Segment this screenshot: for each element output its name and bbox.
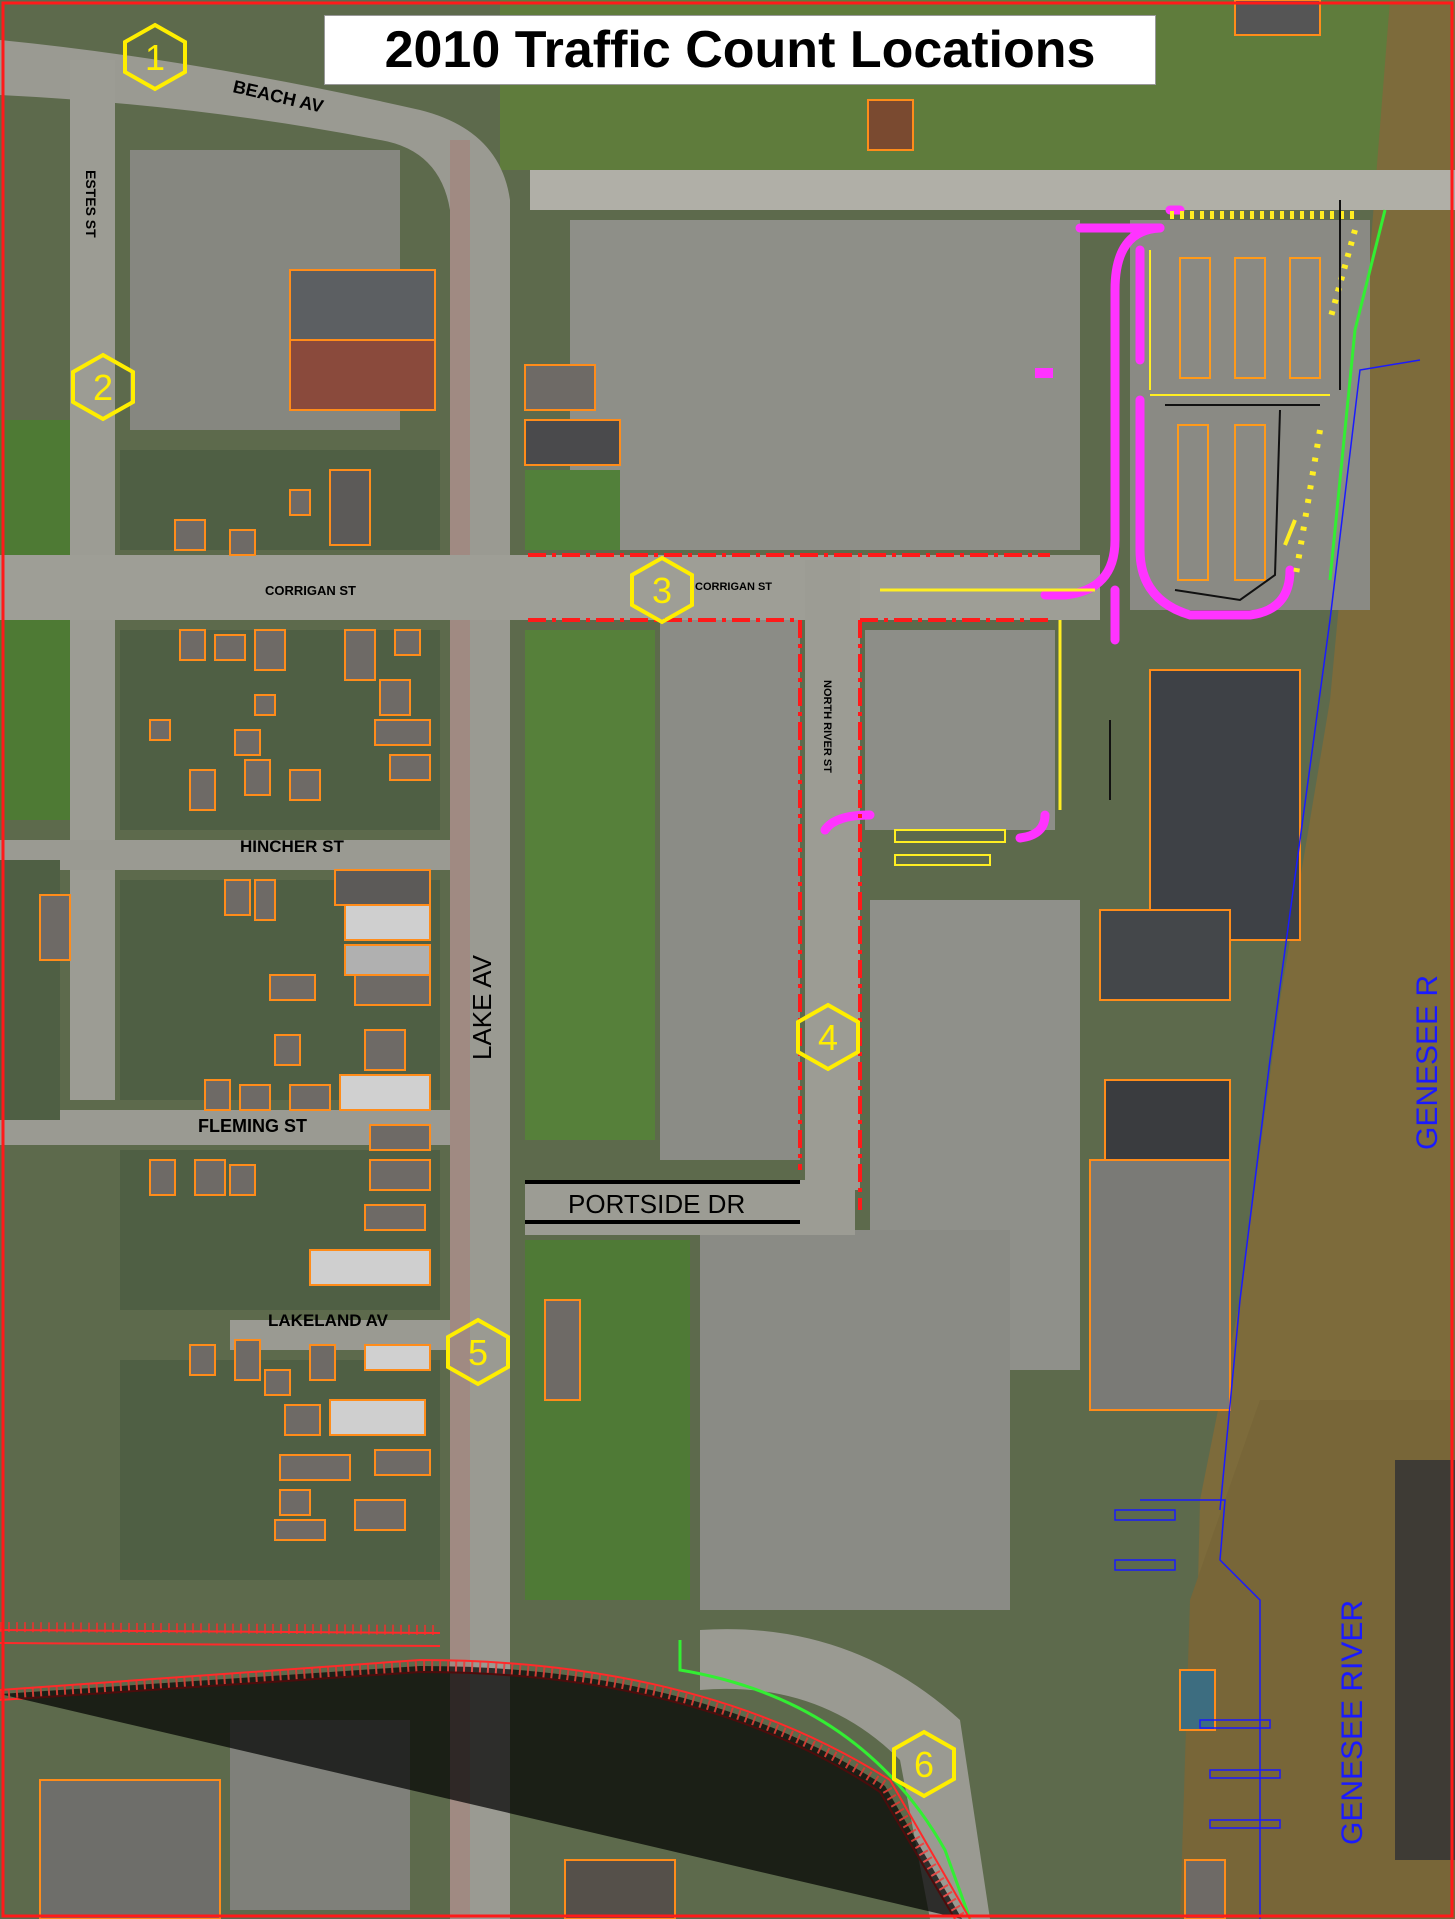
parking-lot-river-st xyxy=(865,630,1055,830)
green-strip-portside xyxy=(525,1240,690,1600)
location-marker-1 xyxy=(123,22,187,92)
water-label-genesee-1: GENESEE R xyxy=(1411,975,1444,1150)
parking-lot-northeast xyxy=(1130,220,1370,610)
location-label-2: 2 xyxy=(93,367,113,408)
river-mouth xyxy=(1180,1400,1455,1919)
street-label-corrigan-st-west: CORRIGAN ST xyxy=(265,583,356,598)
railroad-ties xyxy=(0,1622,967,1919)
water-label-genesee-2: GENESEE RIVER xyxy=(1336,1600,1369,1845)
street-label-lakeland-av: LAKELAND AV xyxy=(268,1311,389,1330)
location-label-1: 1 xyxy=(145,37,165,78)
parking-lot-portside xyxy=(700,1230,1010,1610)
location-marker-labels: 1 2 3 4 5 6 xyxy=(93,37,934,1785)
location-label-4: 4 xyxy=(818,1017,838,1058)
parking-lot-north xyxy=(570,220,1080,550)
north-river-st-road xyxy=(805,560,860,1190)
location-marker-4 xyxy=(796,1002,860,1072)
parking-lot-central xyxy=(660,620,800,1160)
curb-marker xyxy=(1035,368,1053,378)
green-boundary-south xyxy=(678,1640,972,1919)
street-labels: BEACH AV ESTES ST CORRIGAN ST CORRIGAN S… xyxy=(83,76,833,1330)
promenade-north xyxy=(530,170,1455,210)
curb-black-lines xyxy=(1109,200,1341,800)
street-label-estes-st: ESTES ST xyxy=(83,170,99,238)
location-label-6: 6 xyxy=(914,1744,934,1785)
water-labels: GENESEE R GENESEE RIVER xyxy=(1336,975,1444,1845)
street-label-fleming-st: FLEMING ST xyxy=(198,1116,307,1136)
green-patch xyxy=(525,470,620,550)
location-label-3: 3 xyxy=(652,570,672,611)
location-markers xyxy=(71,22,956,1799)
portside-dr-road xyxy=(525,1180,855,1235)
street-label-hincher-st: HINCHER ST xyxy=(240,837,345,856)
pier-structure xyxy=(1395,1460,1455,1860)
map-title: 2010 Traffic Count Locations xyxy=(325,16,1155,84)
street-label-north-river-st: NORTH RIVER ST xyxy=(821,680,833,773)
location-marker-2 xyxy=(71,352,135,422)
building-outline xyxy=(39,0,1321,1919)
green-strip-west xyxy=(525,630,655,1140)
location-label-5: 5 xyxy=(468,1332,488,1373)
street-label-portside-dr: PORTSIDE DR xyxy=(568,1189,745,1219)
location-marker-6 xyxy=(892,1729,956,1799)
street-label-corrigan-st-east: CORRIGAN ST xyxy=(695,581,772,593)
location-marker-3 xyxy=(630,555,694,625)
hincher-st-road xyxy=(0,840,450,870)
shoreline-docks xyxy=(1114,359,1421,1919)
street-label-lake-av: LAKE AV xyxy=(467,954,497,1060)
corrigan-st-road xyxy=(0,555,1100,620)
green-boundary-north xyxy=(1328,209,1387,581)
parking-stripes xyxy=(880,211,1360,866)
location-marker-5 xyxy=(446,1317,510,1387)
